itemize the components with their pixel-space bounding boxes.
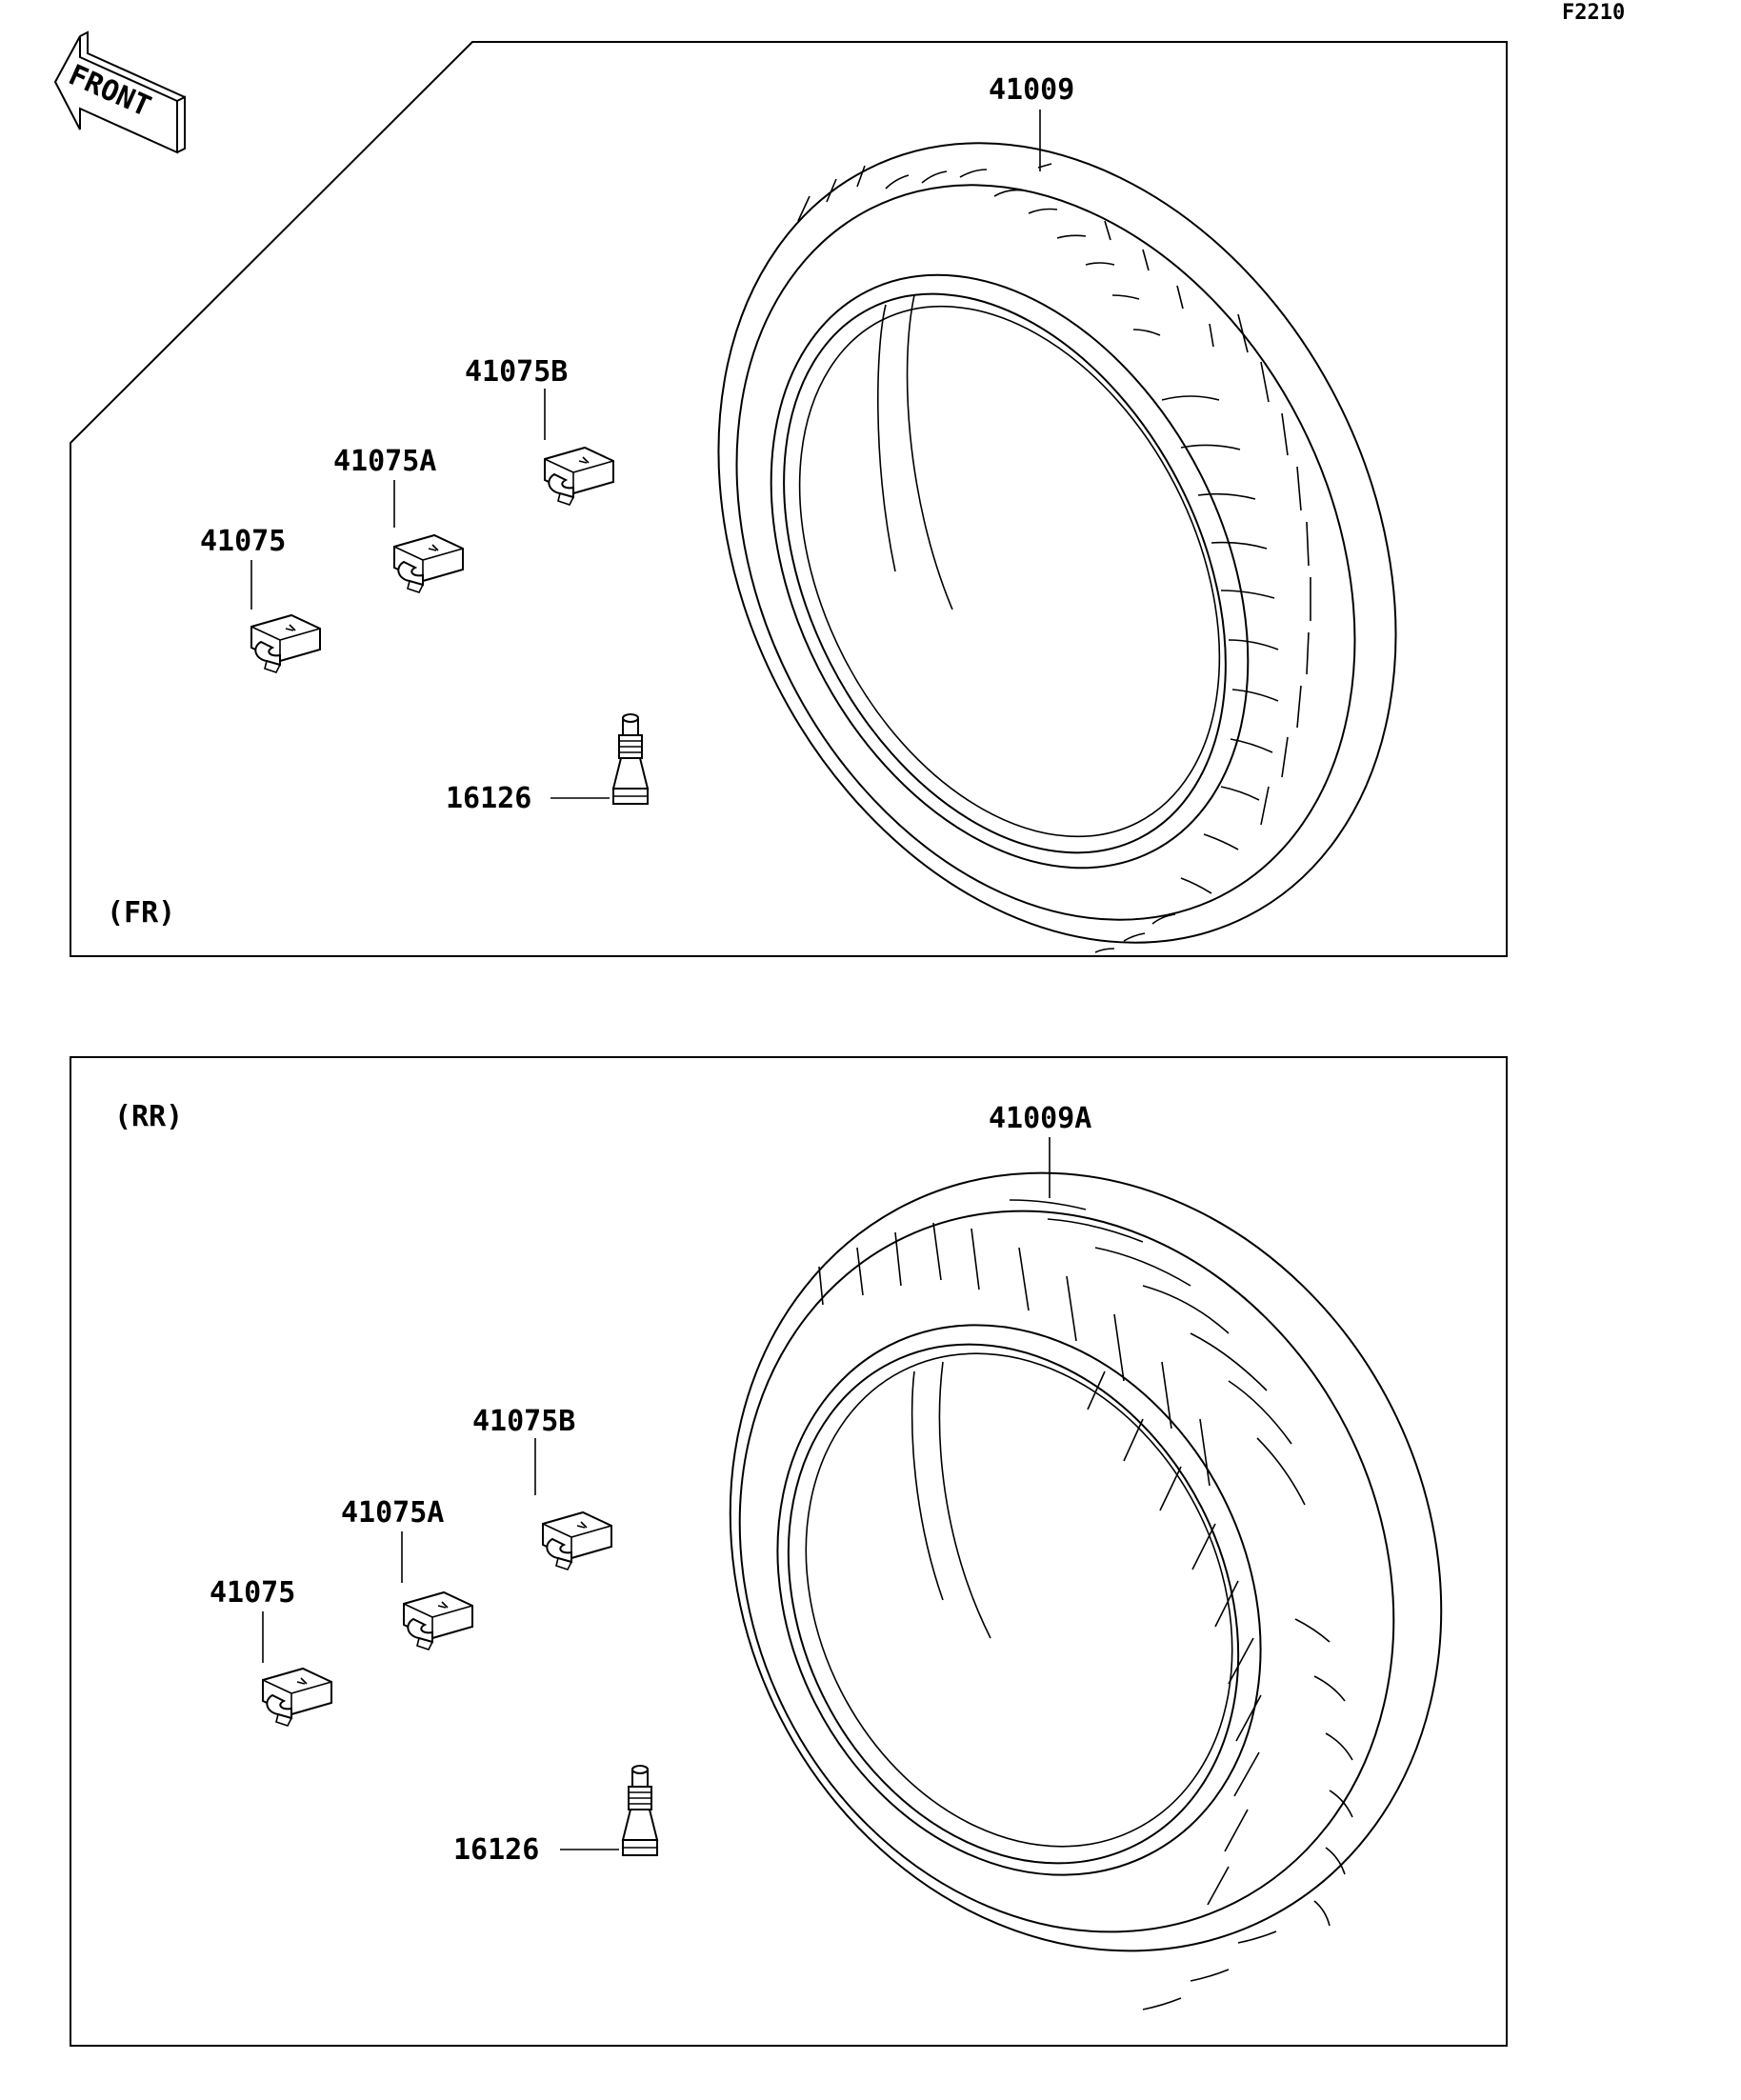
rear-section-label: (RR) <box>114 1100 183 1133</box>
rear-tire-drawing <box>729 1171 1443 2010</box>
front-tire-part-number: 41009 <box>989 73 1074 107</box>
rear-weight-41075a: 41075A <box>341 1496 444 1530</box>
front-weight-41075b: 41075B <box>465 355 568 389</box>
rear-panel-frame <box>70 1056 1508 2047</box>
front-weight-41075a: 41075A <box>333 445 436 478</box>
front-section-label: (FR) <box>107 896 175 930</box>
front-panel: (FR) 41009 41075 41075A 4107 <box>70 41 1508 957</box>
rear-weight-41075: 41075 <box>210 1576 295 1610</box>
rear-tire-part-number: 41009A <box>989 1102 1091 1135</box>
rear-weight-41075b: 41075B <box>472 1405 575 1438</box>
front-panel-frame <box>70 41 1508 957</box>
front-direction-arrow: FRONT <box>53 30 186 154</box>
front-weight-41075: 41075 <box>200 525 286 558</box>
front-tire-drawing <box>717 142 1397 953</box>
front-valve-part-number: 16126 <box>446 782 531 815</box>
rear-valve-part-number: 16126 <box>453 1833 539 1867</box>
rear-panel: (RR) 41009A 41075 41075A 410 <box>70 1056 1508 2047</box>
figure-code: F2210 <box>1562 1 1625 25</box>
